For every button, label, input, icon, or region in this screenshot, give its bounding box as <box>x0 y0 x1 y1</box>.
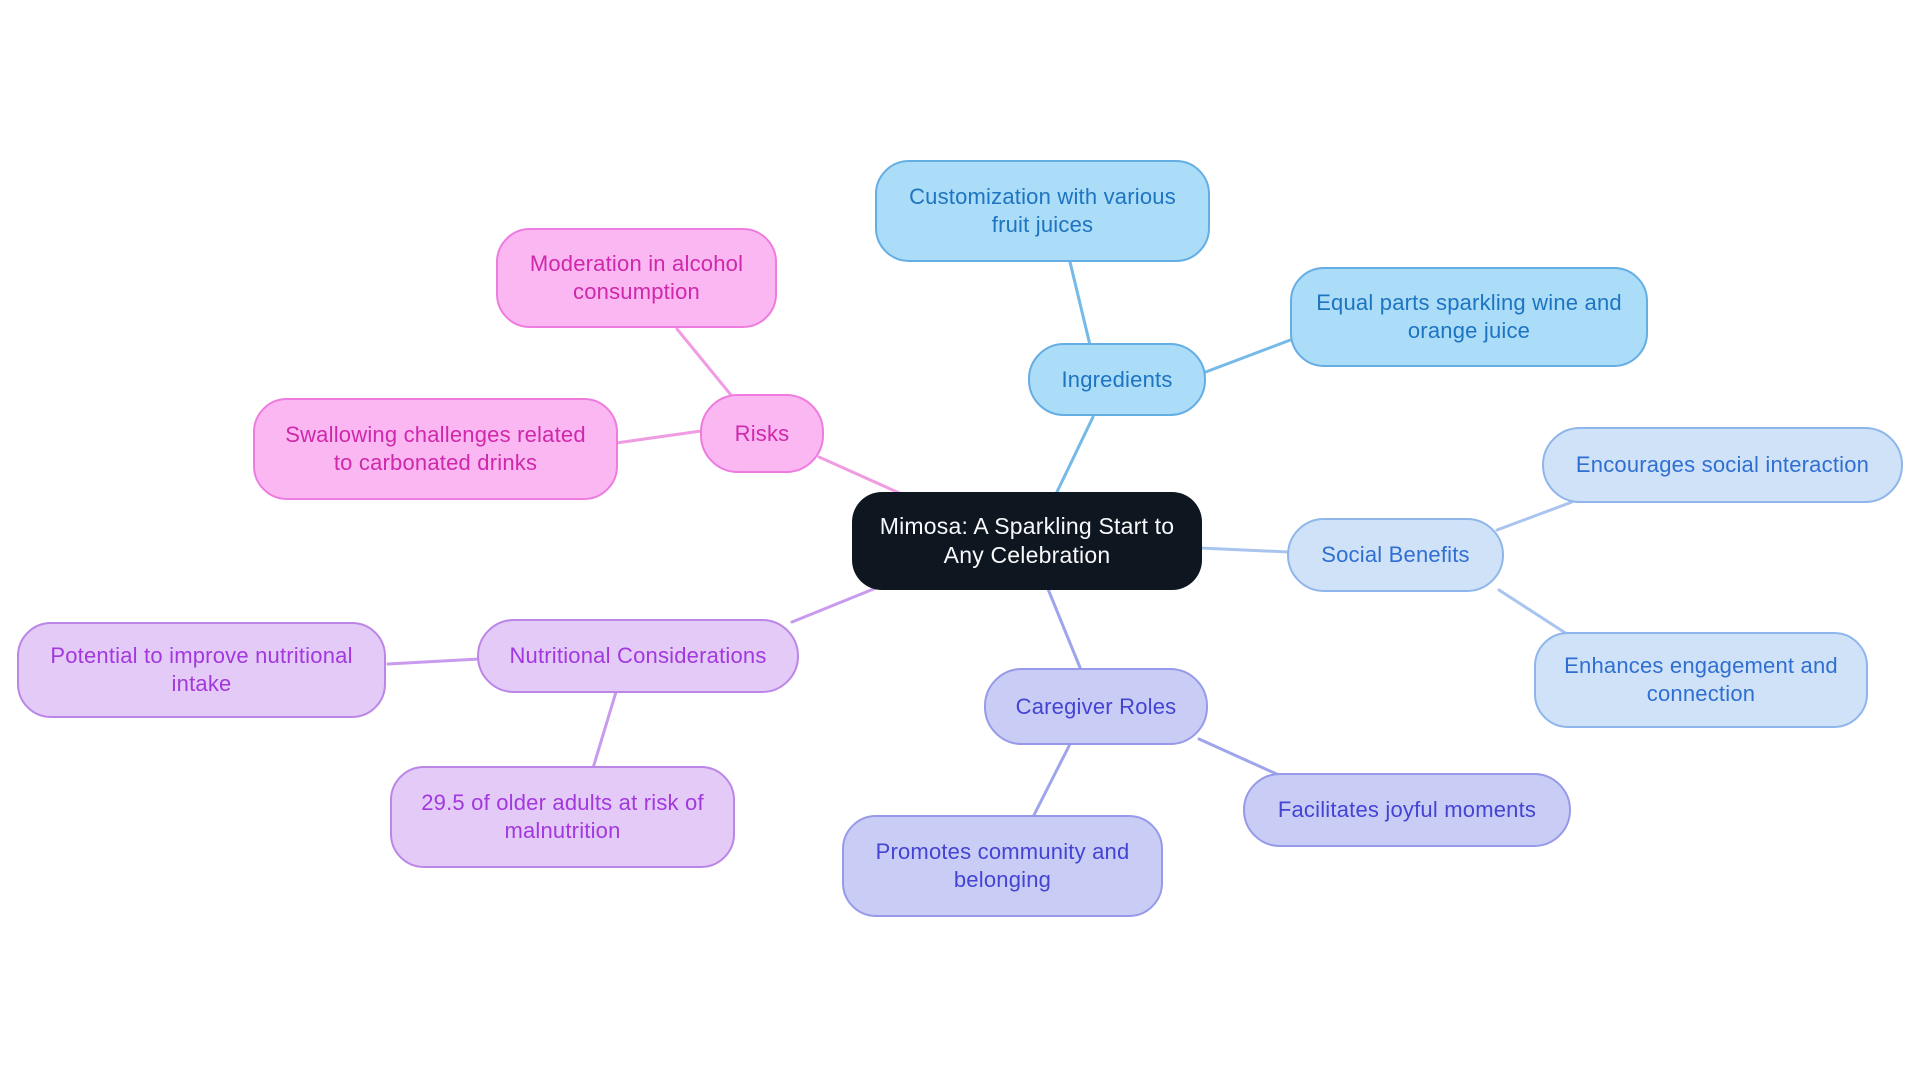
mindmap-node-enhances-engagement[interactable]: Enhances engagement and connection <box>1534 632 1868 728</box>
root-node-label: Mimosa: A Sparkling Start to Any Celebra… <box>879 512 1175 568</box>
node-label: Nutritional Considerations <box>509 643 767 669</box>
node-label: Potential to improve nutritional intake <box>50 643 353 696</box>
mindmap-node-social-benefits[interactable]: Social Benefits <box>1287 518 1504 592</box>
edge-root-caregiver <box>1046 587 1083 672</box>
node-label: Facilitates joyful moments <box>1277 797 1537 823</box>
edge-root-ingredients <box>1054 415 1095 496</box>
node-label: Equal parts sparkling wine and orange ju… <box>1316 290 1622 343</box>
mindmap-node-malnutrition-stat[interactable]: 29.5 of older adults at risk of malnutri… <box>390 766 735 868</box>
edge-caregiver-facilitates <box>1197 737 1283 778</box>
edge-root-risks <box>817 455 908 498</box>
node-label: Social Benefits <box>1321 542 1470 568</box>
node-label: Ingredients <box>1061 366 1173 392</box>
edge-nutritional-malnutrition <box>591 690 618 770</box>
mindmap-node-risks[interactable]: Risks <box>700 394 824 473</box>
mindmap-node-improve-intake[interactable]: Potential to improve nutritional intake <box>17 622 386 718</box>
mindmap-node-promotes-community[interactable]: Promotes community and belonging <box>842 815 1163 917</box>
edge-risks-swallowing <box>614 429 703 445</box>
edge-social-encourages <box>1495 500 1574 532</box>
node-label: Promotes community and belonging <box>875 839 1130 892</box>
edge-root-nutritional <box>790 586 878 624</box>
mindmap-node-moderation[interactable]: Moderation in alcohol consumption <box>496 228 777 328</box>
edge-ingredients-equal-parts <box>1201 337 1295 375</box>
edge-root-social <box>1198 546 1291 554</box>
edge-risks-moderation <box>675 327 733 397</box>
mindmap-node-nutritional-considerations[interactable]: Nutritional Considerations <box>477 619 799 693</box>
node-label: Risks <box>734 420 790 446</box>
mindmap-root-node[interactable]: Mimosa: A Sparkling Start to Any Celebra… <box>852 492 1202 590</box>
mindmap-node-caregiver-roles[interactable]: Caregiver Roles <box>984 668 1208 745</box>
node-label: Moderation in alcohol consumption <box>529 251 744 304</box>
node-label: Customization with various fruit juices <box>909 184 1176 237</box>
edge-nutritional-improve <box>386 657 481 666</box>
mindmap-node-ingredients[interactable]: Ingredients <box>1028 343 1206 416</box>
node-label: Caregiver Roles <box>1015 693 1177 719</box>
edge-ingredients-customization <box>1068 260 1092 347</box>
node-label: 29.5 of older adults at risk of malnutri… <box>421 790 704 843</box>
node-label: Swallowing challenges related to carbona… <box>285 422 586 475</box>
edge-caregiver-promotes <box>1031 742 1072 819</box>
mindmap-node-customization[interactable]: Customization with various fruit juices <box>875 160 1210 262</box>
edge-social-enhances <box>1497 588 1569 636</box>
mindmap-node-swallowing[interactable]: Swallowing challenges related to carbona… <box>253 398 618 500</box>
node-label: Encourages social interaction <box>1575 452 1870 478</box>
node-label: Enhances engagement and connection <box>1564 653 1838 706</box>
mindmap-node-facilitates-moments[interactable]: Facilitates joyful moments <box>1243 773 1571 847</box>
mindmap-node-equal-parts[interactable]: Equal parts sparkling wine and orange ju… <box>1290 267 1648 367</box>
mindmap-node-encourages-interaction[interactable]: Encourages social interaction <box>1542 427 1903 503</box>
